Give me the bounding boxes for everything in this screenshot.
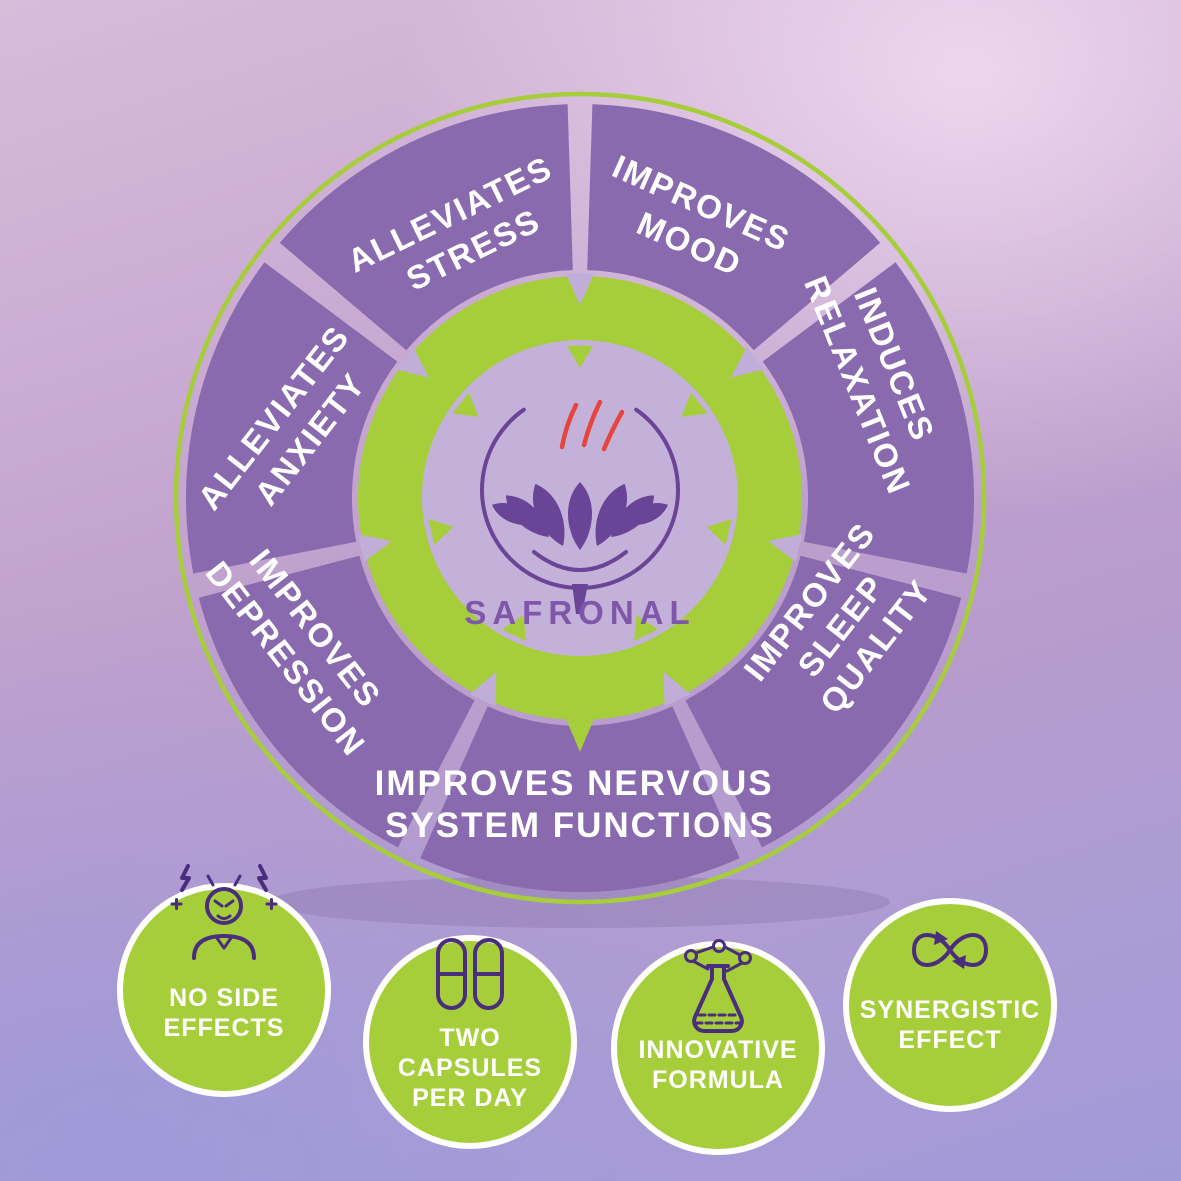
badge-label-line: NO SIDE (169, 984, 279, 1012)
badge-innovative-formula: INNOVATIVE FORMULA (611, 939, 825, 1155)
lotus-base-curve (532, 550, 628, 572)
segment-alleviates-anxiety (185, 262, 398, 574)
badge-label-line: EFFECT (898, 1026, 1001, 1054)
segment-improves-nervous-system (420, 706, 740, 893)
badge-circle (843, 898, 1057, 1112)
segment-improves-depression (198, 555, 475, 848)
gear-inner-tabs (428, 345, 732, 642)
segment-improves-mood (587, 104, 881, 351)
badge-synergistic-effect: SYNERGISTIC EFFECT (843, 898, 1057, 1112)
lotus-saffron-logo-icon (480, 399, 680, 614)
badge-two-capsules-per-day: TWO CAPSULES PER DAY (363, 935, 577, 1149)
badge-label-line: TWO (439, 1024, 500, 1052)
stressed-person-icon (170, 864, 278, 960)
lotus-stem (572, 584, 588, 614)
badge-circle (363, 935, 577, 1149)
badge-label-line: CAPSULES (398, 1054, 542, 1082)
wheel-segments (185, 104, 975, 893)
gear-notches (357, 273, 803, 707)
badge-circle (117, 883, 331, 1097)
flask-molecules-icon (684, 939, 752, 1033)
badge-circle (611, 941, 825, 1155)
saffron-strands (559, 399, 625, 452)
segment-alleviates-stress (279, 104, 573, 351)
infinity-arrows-icon (912, 931, 988, 969)
segment-induces-relaxation (762, 262, 975, 574)
badge-no-side-effects: NO SIDE EFFECTS (117, 864, 331, 1097)
segment-label-line: IMPROVES NERVOUS (375, 764, 774, 803)
segment-label-line: SYSTEM FUNCTIONS (385, 806, 775, 845)
badge-label-line: EFFECTS (164, 1014, 285, 1042)
brand-name: SAFRONAL (464, 594, 695, 631)
capsules-icon (436, 938, 504, 1010)
wheel-outer-ring (173, 91, 987, 905)
segment-improves-sleep-quality (685, 555, 962, 848)
badge-label-line: FORMULA (652, 1066, 784, 1094)
badge-label-line: SYNERGISTIC (860, 996, 1040, 1024)
gear-tab-bottom (564, 714, 596, 752)
segment-label-improves-nervous-system: IMPROVES NERVOUS SYSTEM FUNCTIONS (375, 764, 786, 845)
badge-label-line: PER DAY (412, 1084, 528, 1112)
badge-label-line: INNOVATIVE (638, 1036, 797, 1064)
